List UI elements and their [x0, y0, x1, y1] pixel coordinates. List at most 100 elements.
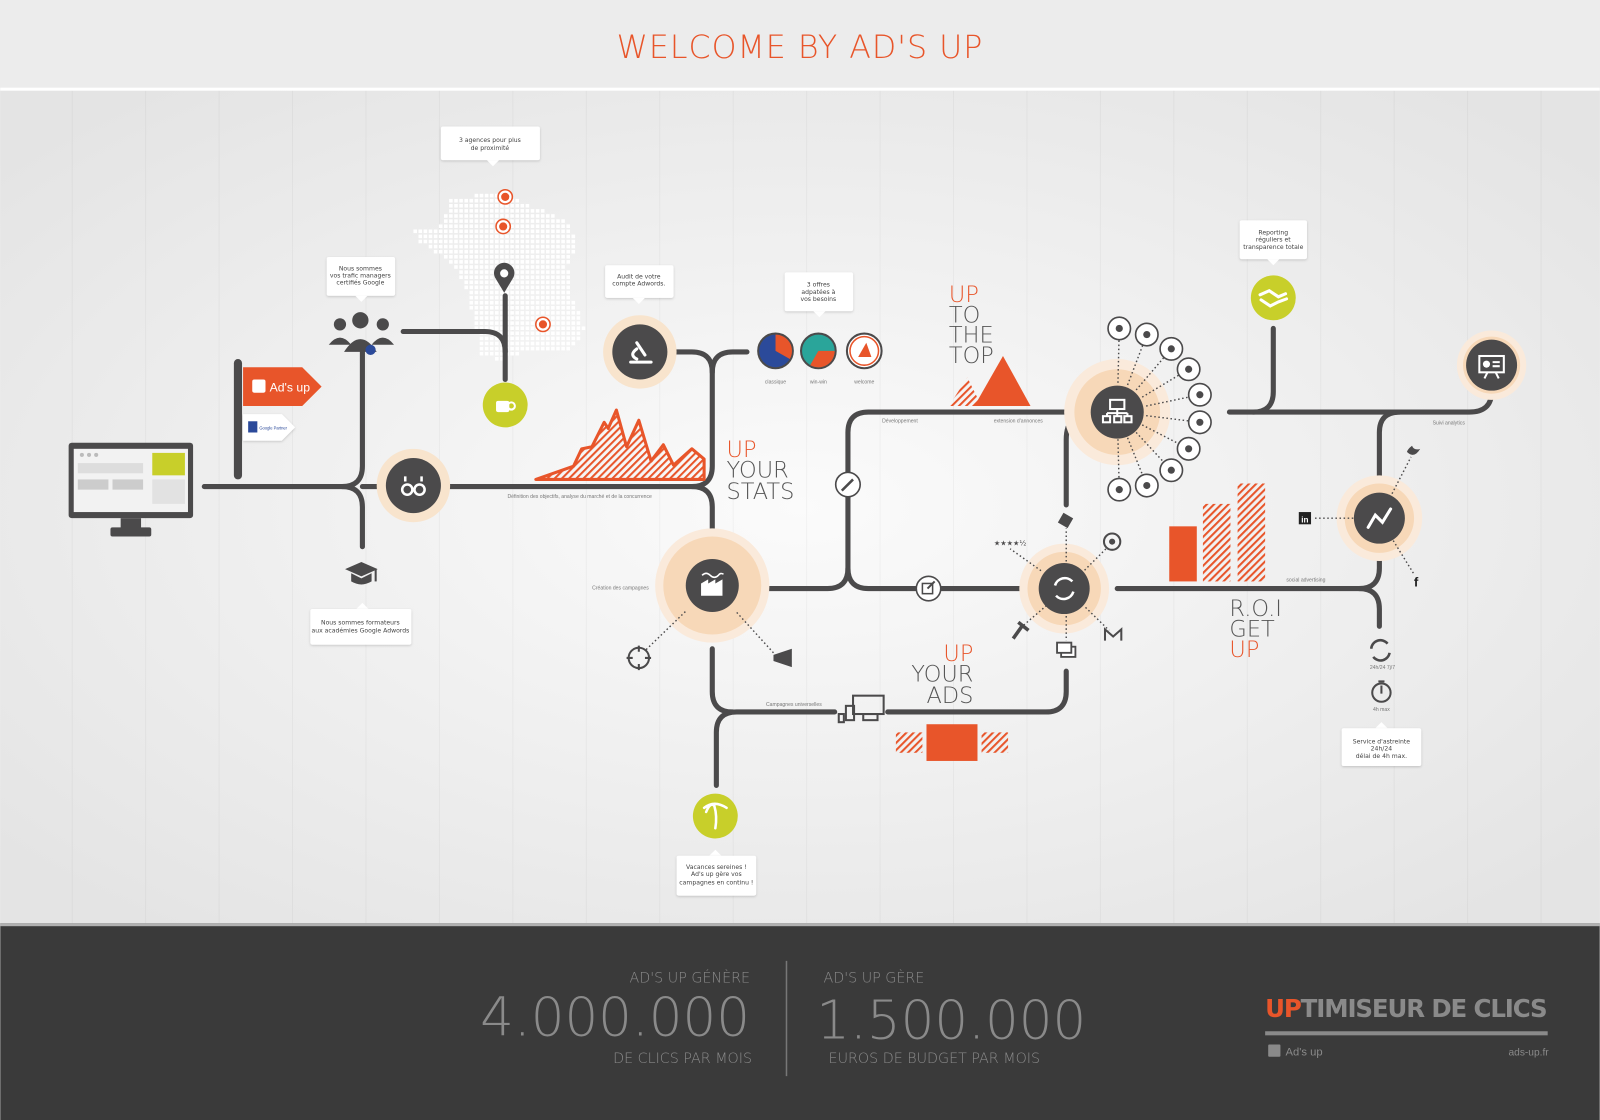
map-dot: [525, 316, 530, 320]
map-dot: [561, 331, 565, 336]
svg-text:GET: GET: [1229, 617, 1275, 643]
map-dot: [551, 346, 555, 351]
map-dot: [540, 331, 545, 336]
map-dot: [525, 244, 530, 249]
map-dot: [489, 229, 494, 234]
map-dot: [566, 341, 570, 346]
map-dot: [520, 275, 525, 279]
map-dot: [510, 331, 514, 336]
map-dot: [530, 280, 535, 285]
map-dot: [540, 249, 545, 254]
map-dot: [489, 351, 494, 356]
map-dot: [449, 249, 453, 254]
map-dot: [520, 285, 525, 290]
shopping-bag-icon: [1187, 382, 1212, 407]
map-dot: [474, 300, 479, 305]
map-dot: [505, 290, 509, 295]
map-dot: [551, 295, 555, 300]
map-dot: [464, 229, 468, 234]
map-dot: [510, 239, 514, 244]
map-dot: [505, 209, 509, 213]
map-dot: [556, 306, 560, 310]
map-dot: [561, 321, 565, 325]
map-dot: [520, 255, 525, 259]
map-dot: [489, 295, 494, 300]
map-dot: [418, 239, 423, 244]
map-dot: [459, 219, 463, 223]
map-dot: [576, 336, 581, 341]
map-dot: [540, 341, 545, 346]
map-dot: [500, 331, 504, 336]
map-dot: [561, 326, 565, 330]
facebook-icon: f: [1414, 575, 1419, 590]
map-dot: [566, 234, 570, 239]
map-dot: [546, 244, 550, 249]
map-dot: [535, 346, 540, 351]
map-dot: [454, 209, 458, 213]
map-dot: [551, 341, 555, 346]
map-dot: [561, 280, 565, 285]
map-dot: [464, 280, 468, 285]
svg-text:TOP: TOP: [949, 343, 994, 369]
map-dot: [561, 249, 565, 254]
dotted-link: [1085, 606, 1110, 631]
map-dot: [464, 219, 468, 223]
map-dot: [525, 341, 530, 346]
map-dot: [479, 255, 484, 259]
map-dot: [444, 214, 448, 218]
map-dot: [535, 336, 540, 341]
map-dot: [495, 239, 499, 244]
map-dot: [546, 249, 550, 254]
footer-brand: Ad's up: [1286, 1047, 1323, 1059]
map-dot: [530, 321, 535, 325]
map-dot: [438, 244, 443, 249]
map-dot: [530, 311, 535, 315]
cycle-icon: [1369, 638, 1391, 662]
map-dot: [530, 285, 535, 290]
map-dot: [535, 316, 540, 320]
footer-website[interactable]: ads-up.fr: [1509, 1048, 1550, 1059]
map-dot: [479, 306, 484, 310]
trend-node: [1336, 475, 1423, 562]
map-dot: [474, 326, 479, 330]
map-dot: [449, 239, 453, 244]
map-dot: [449, 204, 453, 208]
map-dot: [556, 290, 560, 295]
map-dot: [510, 280, 514, 285]
map-dot: [495, 326, 499, 330]
map-dot: [469, 198, 474, 203]
main-canvas: [0, 90, 1600, 924]
map-dot: [459, 239, 463, 244]
map-dot: [535, 341, 540, 346]
map-dot: [505, 260, 509, 264]
map-dot: [459, 255, 463, 259]
map-dot: [495, 316, 499, 320]
map-dot: [566, 249, 570, 254]
map-dot: [525, 285, 530, 290]
map-dot: [444, 244, 448, 249]
map-dot: [576, 316, 581, 320]
map-dot: [515, 285, 519, 290]
map-dot: [535, 229, 540, 234]
map-dot: [464, 244, 468, 249]
map-dot: [525, 290, 530, 295]
map-dot: [571, 336, 576, 341]
map-dot: [530, 219, 535, 223]
map-dot: [449, 234, 453, 239]
map-dot: [464, 270, 468, 274]
map-dot: [479, 316, 484, 320]
map-dot: [418, 234, 423, 239]
map-dot: [479, 270, 484, 274]
map-dot: [546, 265, 550, 269]
map-dot: [510, 285, 514, 290]
svg-text:4.000.000: 4.000.000: [480, 986, 750, 1048]
map-dot: [428, 229, 433, 234]
map-dot: [546, 300, 550, 305]
map-dot: [438, 229, 443, 234]
map-dot: [505, 244, 509, 249]
map-dot: [561, 346, 565, 351]
map-dot: [479, 351, 484, 356]
map-dot: [469, 229, 474, 234]
map-dot: [495, 321, 499, 325]
